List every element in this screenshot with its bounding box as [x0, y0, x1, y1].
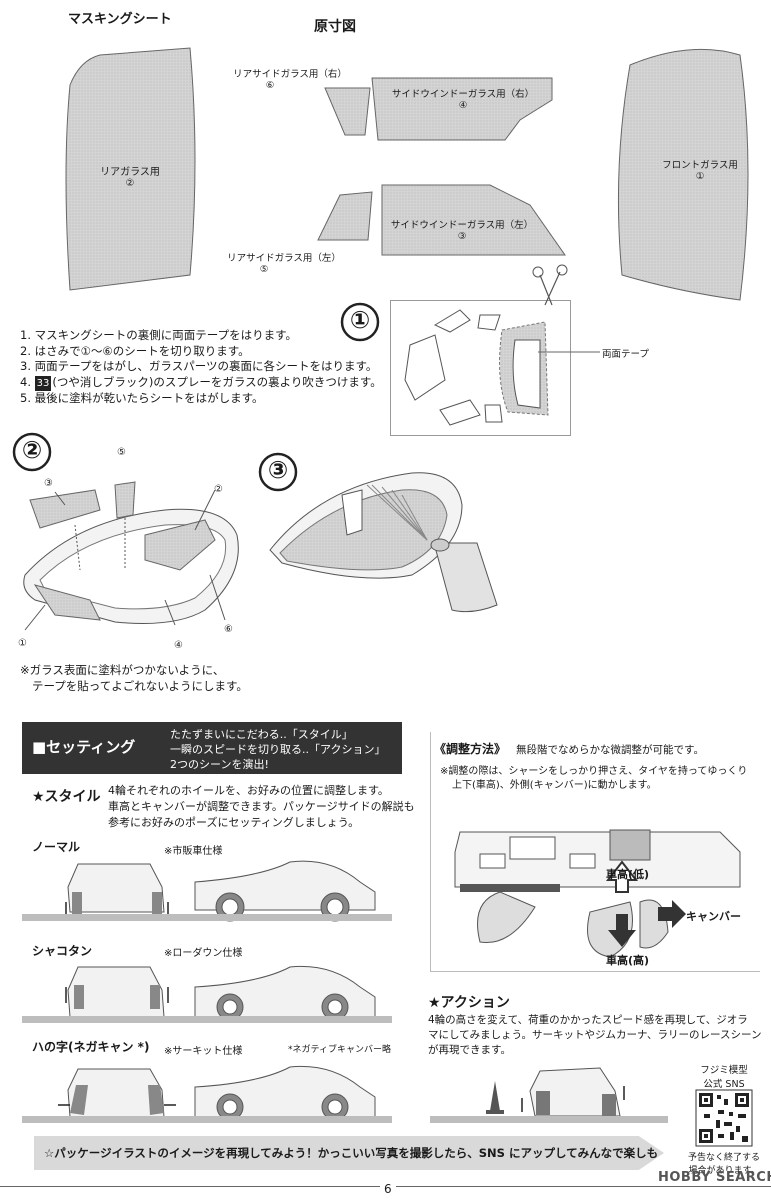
action-title: ★アクション — [428, 995, 510, 1011]
step-3: 3. 両面テープをはがし、ガラスパーツの裏面に各シートをはります。 — [20, 359, 378, 373]
watermark-text: HOBBY SEARCH — [658, 1170, 771, 1185]
shakotan-label: シャコタン — [32, 944, 93, 958]
sns-notice: 予告なく終了する 場合があります。 — [687, 1153, 760, 1176]
normal-car-illustration — [65, 860, 376, 922]
figure-3-number: ③ — [267, 456, 289, 484]
figure-1-box — [390, 264, 600, 436]
instruction-steps: 1. マスキングシートの裏側に両面テープをはります。 2. はさみで①～⑥のシー… — [20, 328, 382, 407]
step-4: 4. 33(つや消しブラック)のスプレーをガラスの裏より吹きつけます。 — [20, 375, 382, 391]
fig2-num-4: ④ — [174, 640, 183, 651]
scale-label: 原寸図 — [314, 19, 356, 35]
front-glass-label: フロントガラス用 ① — [662, 160, 738, 182]
setting-desc-2: 一瞬のスピードを切り取る..「アクション」 — [170, 743, 386, 756]
action-illustration — [486, 1067, 625, 1117]
shakotan-car-illustration — [65, 965, 376, 1021]
hanoji-ground — [22, 1116, 392, 1123]
setting-desc-1: たたずまいにこだわる..「スタイル」 — [170, 728, 353, 741]
rear-side-left-label: リアサイドガラス用（左） ⑤ — [227, 253, 341, 275]
hanoji-note: ※サーキット仕様 — [164, 1046, 243, 1057]
figure-1-number: ① — [349, 306, 371, 334]
figure-2-number: ② — [21, 436, 43, 464]
normal-label: ノーマル — [32, 840, 81, 854]
rear-glass-sheet — [65, 47, 196, 291]
action-desc-3: が再現できます。 — [428, 1044, 511, 1056]
height-high-label: 車高(高) — [606, 954, 650, 967]
hanoji-car-illustration — [58, 1065, 376, 1121]
fig2-num-6: ⑥ — [224, 624, 233, 635]
masking-title: マスキングシート — [68, 12, 172, 27]
fig2-num-5: ⑤ — [117, 447, 126, 458]
rear-side-right-label: リアサイドガラス用（右） ⑥ — [233, 69, 347, 91]
sns-label: フジミ模型 公式 SNS — [700, 1065, 748, 1090]
figure-3-circle — [258, 452, 298, 492]
figure-2-circle — [12, 432, 52, 472]
shakotan-note: ※ローダウン仕様 — [164, 948, 243, 959]
note-line-2: テープを貼ってよごれないようにします。 — [32, 679, 248, 693]
step-1: 1. マスキングシートの裏側に両面テープをはります。 — [20, 328, 297, 342]
hanoji-label: ハの字(ネガキャン *) — [32, 1040, 150, 1054]
step-5: 5. 最後に塗料が乾いたらシートをはがします。 — [20, 391, 264, 405]
style-title: ★スタイル — [32, 789, 101, 805]
normal-note: ※市販車仕様 — [164, 846, 223, 857]
front-glass-sheet — [617, 48, 749, 301]
hanoji-footnote: *ネガティブキャンバー略 — [288, 1045, 391, 1055]
side-window-right-sheet — [371, 77, 553, 141]
rear-side-left-sheet — [317, 191, 373, 241]
action-ground — [430, 1116, 668, 1123]
adjust-note-1: ※調整の際は、シャーシをしっかり押さえ、タイヤを持ってゆっくり — [440, 766, 748, 777]
page-number: 6 — [380, 1182, 396, 1196]
fig2-num-2: ② — [214, 484, 223, 495]
figure-1-circle — [340, 302, 380, 342]
style-desc-1: 4輪それぞれのホイールを、お好みの位置に調整します。 — [108, 784, 389, 797]
adjust-title: 《調整方法》 — [434, 742, 507, 756]
adjust-frame — [430, 732, 760, 972]
figure-2-illustration — [23, 481, 239, 631]
style-desc-2: 車高とキャンバーが調整できます。パッケージサイドの解説も — [108, 800, 415, 813]
side-window-right-label: サイドウインドーガラス用（右） ④ — [391, 89, 535, 111]
height-low-label: 車高(低) — [606, 868, 650, 881]
adjust-title-desc: 無段階でなめらかな微調整が可能です。 — [516, 744, 704, 756]
bottom-banner: ☆パッケージイラストのイメージを再現してみよう！かっこいい写真を撮影したら、SN… — [34, 1136, 664, 1170]
setting-desc-3: 2つのシーンを演出! — [170, 758, 269, 771]
rear-side-right-sheet — [324, 87, 371, 136]
figure-3-illustration — [269, 472, 498, 613]
action-desc-2: マにしてみましょう。サーキットやジムカーナ、ラリーのレースシーン — [428, 1029, 762, 1041]
rear-glass-label: リアガラス用 ② — [100, 167, 160, 189]
style-desc-3: 参考にお好みのポーズにセッティングしましょう。 — [108, 816, 360, 829]
double-sided-tape-label: 両面テープ — [602, 349, 649, 360]
note-line-1: ※ガラス表面に塗料がつかないように、 — [20, 663, 225, 677]
qr-code-icon — [695, 1089, 753, 1147]
action-desc-1: 4輪の高さを変えて、荷重のかかったスピード感を再現して、ジオラ — [428, 1014, 748, 1026]
setting-title: ■セッティング — [32, 738, 136, 756]
fig2-num-1: ① — [18, 638, 27, 649]
adjust-note-2: 上下(車高)、外側(キャンバー)に動かします。 — [452, 780, 657, 791]
masking-sheet-shapes — [65, 47, 749, 301]
camber-label: キャンバー — [686, 910, 741, 923]
paint-number-badge: 33 — [34, 375, 52, 391]
setting-header-box: ■セッティング たたずまいにこだわる..「スタイル」 一瞬のスピードを切り取る.… — [22, 722, 402, 774]
side-window-left-sheet — [381, 184, 566, 256]
normal-ground — [22, 914, 392, 921]
step-2: 2. はさみで①～⑥のシートを切り取ります。 — [20, 343, 250, 358]
fig2-num-3: ③ — [44, 478, 53, 489]
side-window-left-label: サイドウインドーガラス用（左） ③ — [390, 220, 534, 242]
adjust-illustration — [454, 829, 741, 958]
shakotan-ground — [22, 1016, 392, 1023]
